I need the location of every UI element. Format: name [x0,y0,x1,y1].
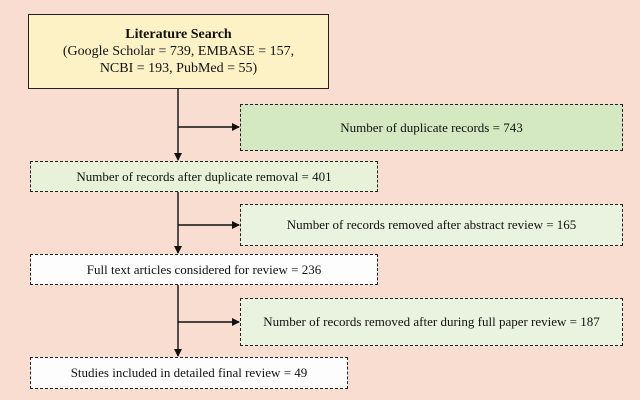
abstract-review-removed-box: Number of records removed after abstract… [240,204,623,246]
final-review-label: Studies included in detailed final revie… [70,365,308,380]
abstract-review-removed-label: Number of records removed after abstract… [286,217,577,232]
after-duplicate-removal-label: Number of records after duplicate remova… [76,168,332,184]
literature-search-box: Literature Search (Google Scholar = 739,… [28,14,329,89]
full-text-articles-label: Full text articles considered for review… [86,261,322,277]
duplicate-records-box: Number of duplicate records = 743 [240,104,623,151]
after-duplicate-removal-box: Number of records after duplicate remova… [30,161,378,192]
full-paper-review-removed-box: Number of records removed after during f… [240,298,623,346]
full-paper-review-removed-label: Number of records removed after during f… [263,314,600,329]
literature-search-sources-line2: NCBI = 193, PubMed = 55) [99,61,258,76]
final-review-box: Studies included in detailed final revie… [30,357,348,389]
literature-search-sources-line1: (Google Scholar = 739, EMBASE = 157, [62,44,295,59]
duplicate-records-label: Number of duplicate records = 743 [340,119,523,135]
literature-search-title: Literature Search [125,27,232,42]
full-text-articles-box: Full text articles considered for review… [30,254,378,285]
